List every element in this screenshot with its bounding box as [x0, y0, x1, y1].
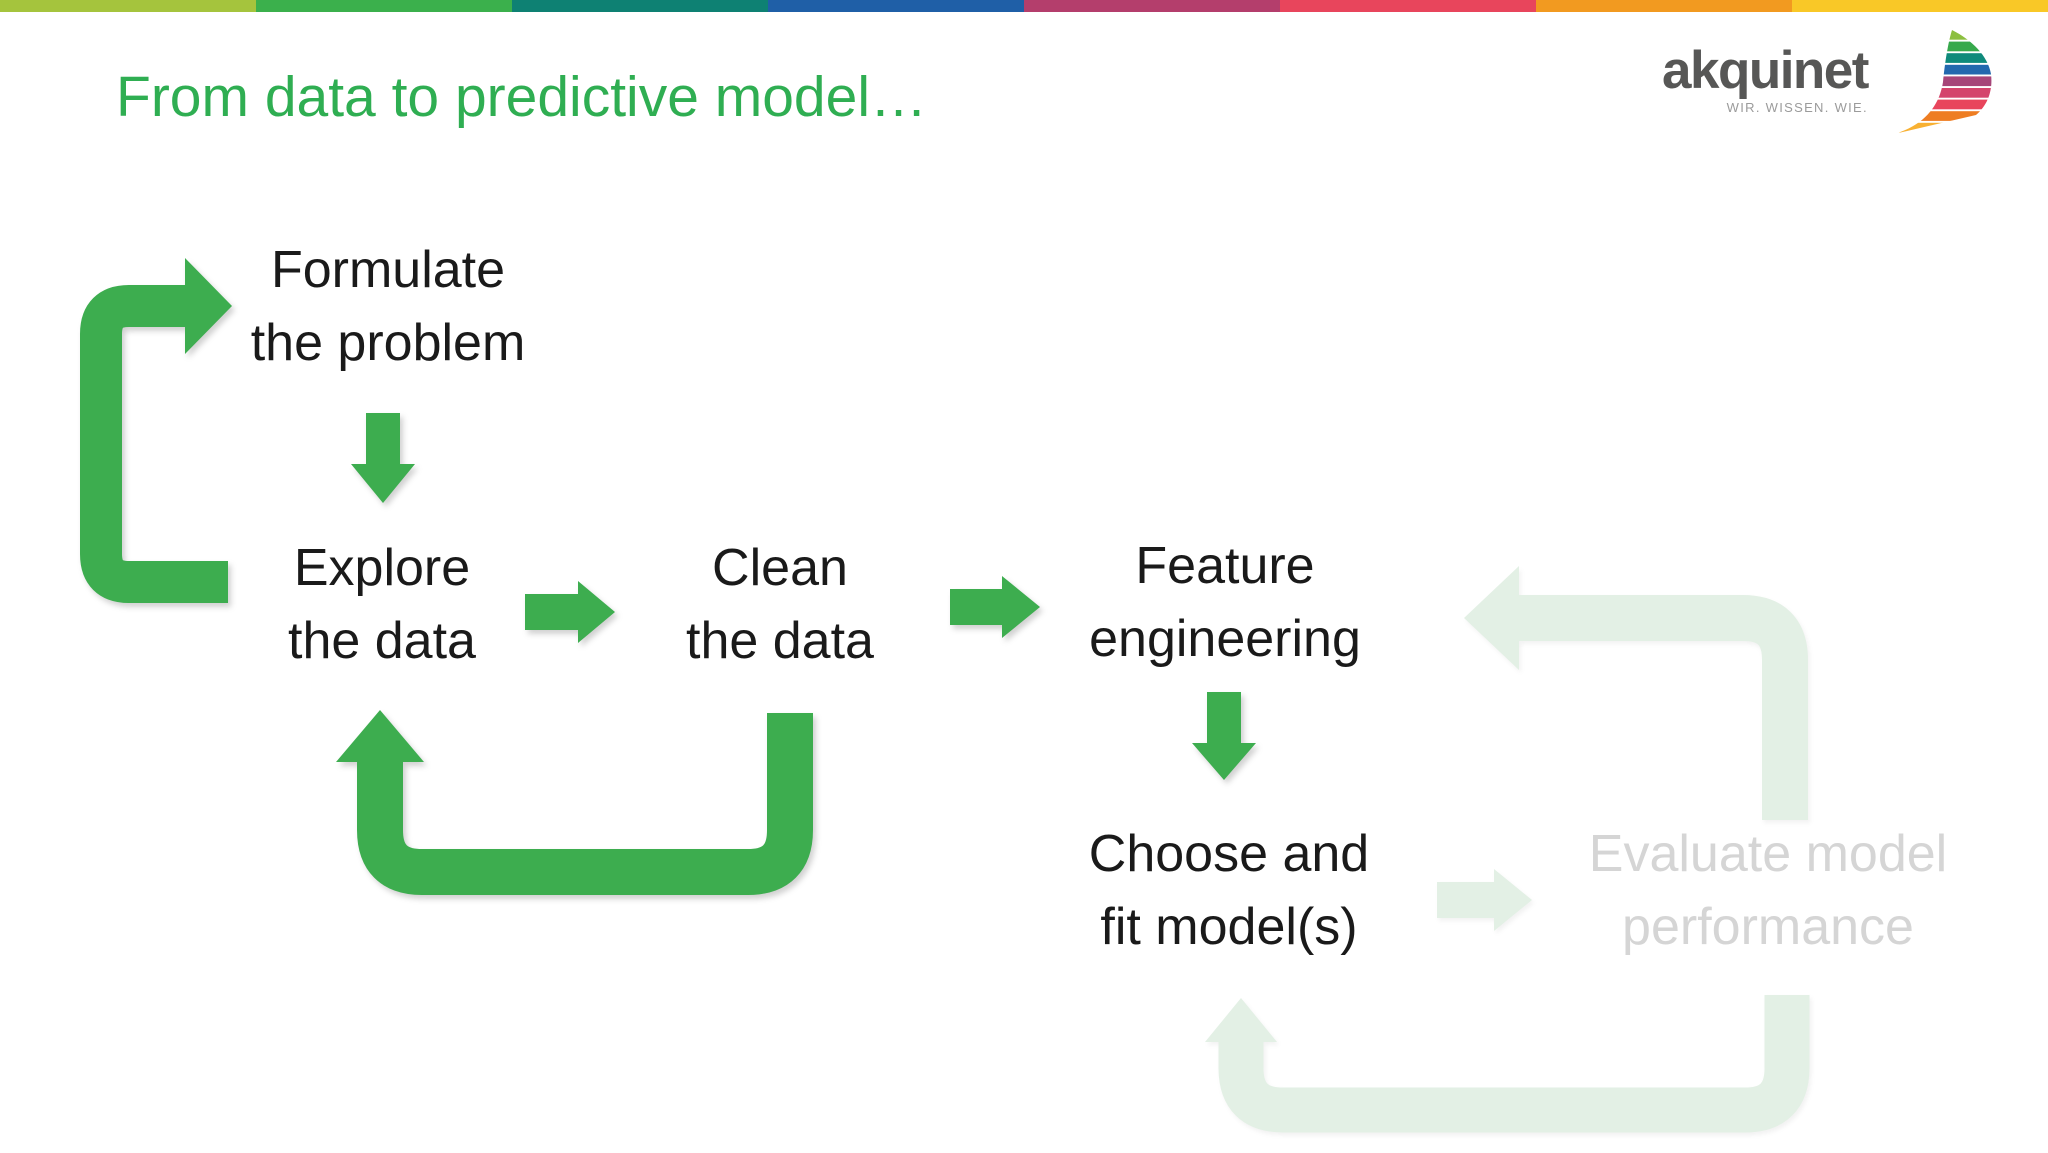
arrow-feature-to-choose: [1192, 692, 1256, 780]
arrow-clean-to-feature: [950, 576, 1040, 638]
stripe-segment: [1280, 0, 1536, 12]
step-formulate-the-problem: Formulate the problem: [251, 234, 526, 380]
swoosh-stripe: [1894, 30, 1992, 40]
step-explore-the-data: Explore the data: [288, 532, 476, 678]
step-clean-the-data: Clean the data: [686, 532, 874, 678]
step-choose-and-fit-models: Choose and fit model(s): [1089, 818, 1369, 964]
stripe-segment: [1536, 0, 1792, 12]
step-label-line: the data: [288, 612, 476, 670]
arrow-explore-to-clean: [525, 581, 615, 643]
swoosh-stripe: [1894, 41, 1992, 52]
arrow-loop-evaluate-to-choose-faded: [1205, 995, 1810, 1133]
stripe-segment: [768, 0, 1024, 12]
stripe-segment: [1024, 0, 1280, 12]
stripe-segment: [0, 0, 256, 12]
swoosh-stripe: [1894, 88, 1992, 98]
swoosh-stripe: [1894, 111, 1992, 121]
swoosh-stripe: [1894, 53, 1992, 63]
arrow-loop-evaluate-to-feature-faded: [1464, 566, 1808, 820]
step-label-line: Choose and: [1088, 825, 1370, 883]
step-label-line: performance: [1622, 898, 1914, 956]
step-evaluate-model-performance: Evaluate model performance: [1589, 818, 1947, 964]
swoosh-stripe: [1894, 122, 1992, 133]
swoosh-stripe: [1894, 76, 1992, 87]
stripe-segment: [1792, 0, 2048, 12]
logo-wordmark: akquinet: [1662, 41, 1869, 100]
stripe-segment: [512, 0, 768, 12]
arrow-loop-clean-to-explore: [336, 710, 813, 895]
step-label-line: Explore: [293, 539, 471, 597]
swoosh-stripe: [1894, 99, 1992, 110]
step-label-line: fit model(s): [1100, 898, 1358, 956]
arrow-formulate-to-explore: [351, 413, 415, 503]
slide-title: From data to predictive model…: [116, 65, 927, 129]
arrow-choose-to-evaluate-faded: [1437, 869, 1532, 931]
step-label-line: Feature: [1135, 537, 1315, 595]
step-label-line: the data: [686, 612, 874, 670]
step-label-line: Clean: [712, 539, 848, 597]
stripe-segment: [256, 0, 512, 12]
step-label-line: Formulate: [270, 241, 506, 299]
step-label-line: the problem: [250, 314, 526, 372]
swoosh-stripe: [1894, 64, 1992, 75]
step-label-line: engineering: [1089, 610, 1361, 668]
step-label-line: Evaluate model: [1588, 825, 1948, 883]
logo-swoosh-icon: [1894, 30, 1992, 133]
logo-tagline: WIR. WISSEN. WIE.: [1726, 100, 1868, 115]
arrow-loop-explore-to-formulate: [80, 258, 232, 603]
akquinet-logo: akquinet WIR. WISSEN. WIE.: [1662, 41, 1869, 115]
top-stripe: [0, 0, 2048, 12]
step-feature-engineering: Feature engineering: [1089, 530, 1361, 676]
